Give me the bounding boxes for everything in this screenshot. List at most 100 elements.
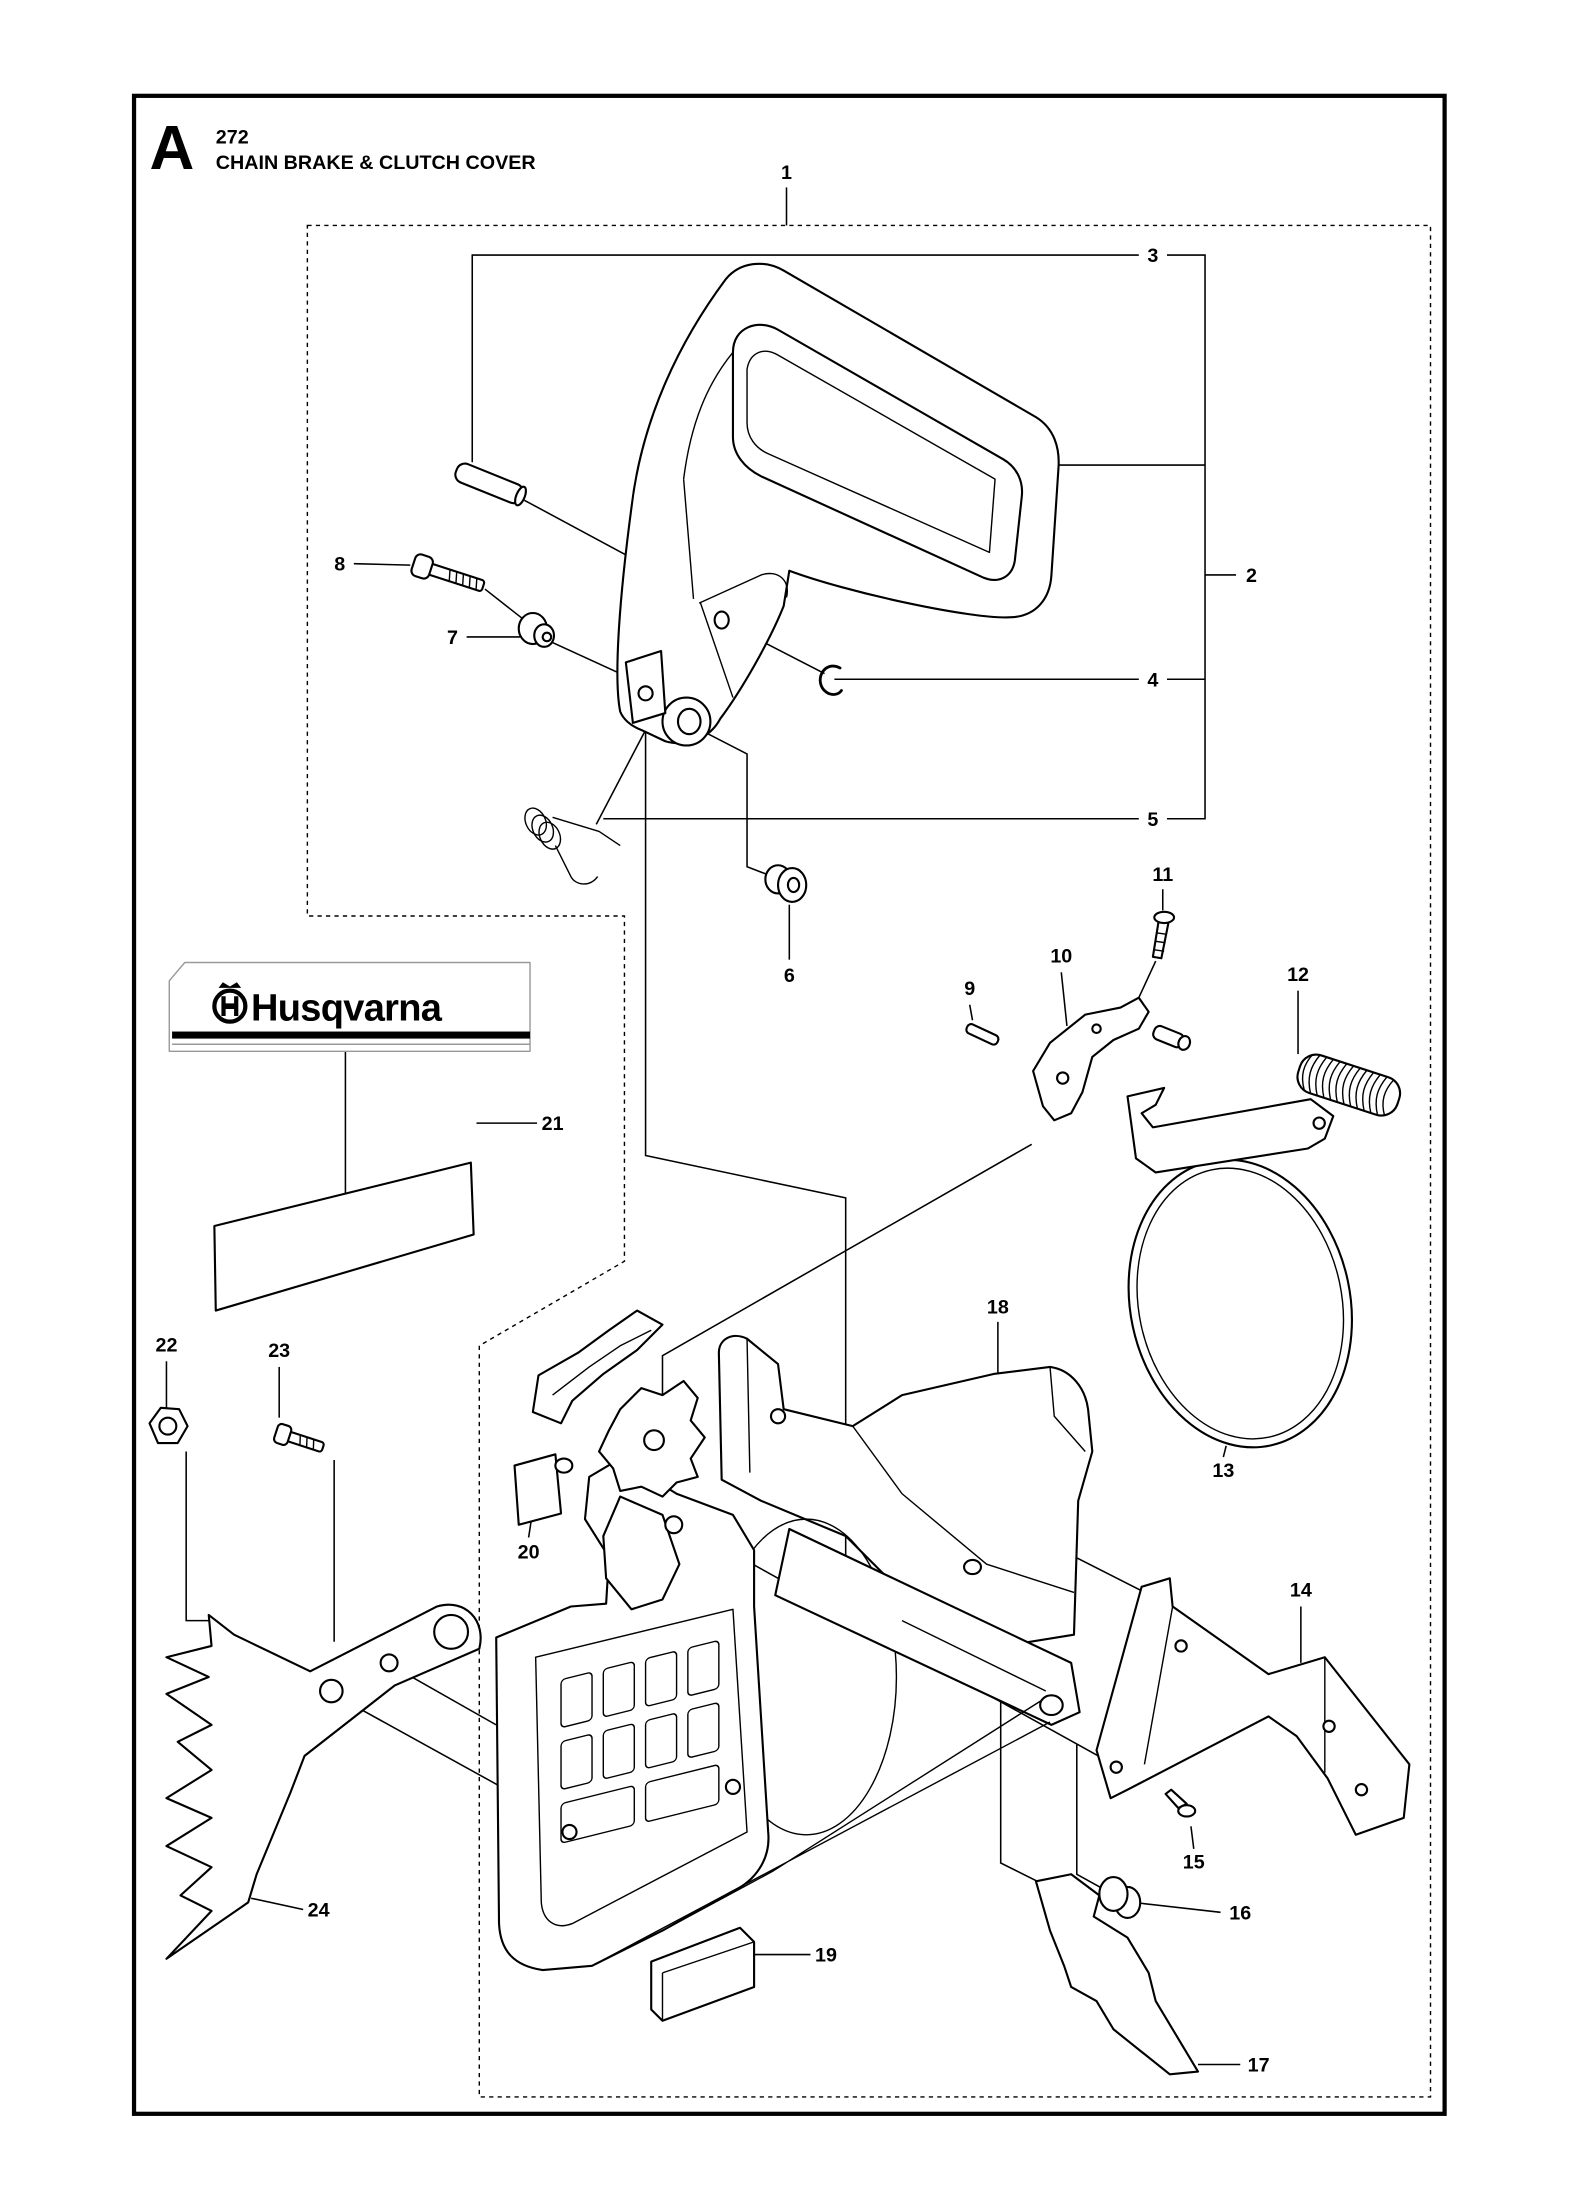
pin-end [514,485,527,507]
callout-12: 12 [1287,964,1309,986]
decal-strip [213,1161,475,1312]
align-nut-22 [185,1451,209,1622]
logo-h [221,996,239,1017]
band-outer [1127,1158,1353,1449]
bolt-23-head [272,1422,293,1446]
pad-edge [661,1941,755,2021]
assembly-boundary [306,224,1432,2098]
adjuster-pin [554,1457,574,1474]
brake-handle-pivot-hole [676,707,702,736]
align-guard-17 [999,1676,1041,1884]
callout-16: 16 [1229,1902,1251,1924]
screw-11-shank [1151,920,1170,960]
screw-15-head [1177,1804,1197,1818]
nut-hole [158,1416,178,1436]
band-end-bracket [1126,1086,1335,1174]
cover-guide-arm [774,1527,1081,1726]
part-3-pin [454,462,527,507]
pin-9-body [965,1023,1000,1046]
page-frame [131,93,1447,2116]
cover-boss-2 [963,1558,983,1576]
lever-body [1032,996,1150,1122]
bushing-7-hole [541,631,553,643]
part-4-clip [818,664,843,696]
cover-front-face [534,1608,748,1927]
plunger-tip [1177,1035,1192,1051]
callout-13: 13 [1212,1460,1234,1482]
part-12-spring [1296,1053,1402,1117]
cover-guide-slot [901,1619,1047,1692]
cover-back-plate [717,1334,1094,1650]
logo-ring [212,988,248,1024]
callout-4: 4 [1147,669,1158,691]
align-bushing-16 [1076,1744,1103,1890]
spike-bar-hole-1 [318,1678,344,1704]
cover-boss-3 [769,1408,787,1425]
catcher-hole-3 [1322,1719,1336,1733]
spike-bar-hole-2 [379,1653,399,1673]
cover-bottom-edge [591,1698,1051,1967]
pad-body [650,1926,756,2022]
catcher-hole-2 [1109,1760,1123,1774]
align-pin-3 [524,499,635,561]
cover-vent-grid [560,1640,720,1844]
screw-11-head [1153,910,1176,925]
part-16-bushing [1098,1876,1142,1919]
callout-18: 18 [987,1296,1009,1318]
part-5-spring [524,807,621,885]
callout-19: 19 [815,1945,837,1967]
logo-bar [172,1031,531,1039]
section-letter: A [150,114,195,183]
lever-hole-1 [1056,1071,1070,1085]
screw-11-threads [1154,932,1168,952]
cover-adjuster-hole [664,1515,684,1535]
part-10-lever [1032,996,1192,1122]
bolt-head [410,553,434,580]
bolt-23-threads [299,1434,315,1450]
part-6-bushing [764,864,808,903]
husqvarna-crown-icon [212,982,248,1024]
vent-hole [687,1702,720,1758]
spike-bar-body [165,1603,482,1960]
leader-16 [1133,1901,1221,1914]
vent-hole [602,1723,636,1779]
callout-5: 5 [1147,809,1158,831]
brake-handle-tab-hole [637,685,654,702]
catcher-hole-1 [1174,1639,1188,1653]
callout-3: 3 [1147,245,1158,267]
catcher-hole-4 [1354,1782,1369,1797]
vent-hole [644,1713,678,1769]
part-19-pad [650,1926,756,2022]
band-inner [1136,1167,1345,1440]
callout-15: 15 [1183,1852,1205,1874]
bracket-2 [1166,254,1206,820]
spring-leg-1 [554,845,599,885]
lever-hole-2 [1091,1023,1102,1035]
callout-8: 8 [334,554,345,576]
part-22-nut [148,1406,189,1445]
callout-14: 14 [1290,1580,1312,1602]
align-lever-cover [661,1143,1033,1410]
part-7-bushing [517,611,556,648]
part-8-bolt [410,553,486,592]
part-21-decal: Husqvarna [168,961,531,1312]
spring-12-coils [1301,1053,1394,1117]
vent-hole [560,1672,593,1728]
callout-2: 2 [1246,565,1257,587]
lever-plunger [1152,1024,1192,1051]
screw-11-leader [1138,960,1157,999]
catcher-flange [1143,1606,1326,1773]
bushing-6-hole [786,876,801,894]
leader-10 [1060,972,1068,1026]
align-bushing-6 [697,727,773,878]
callout-24: 24 [308,1900,330,1922]
vent-hole [687,1640,720,1696]
leader-24 [250,1897,304,1911]
adjuster-wave-plate-2 [552,1329,652,1396]
callout-23: 23 [268,1340,290,1362]
brake-handle-ear-hole [713,610,730,630]
part-24-bumper-spike [165,1603,482,1960]
spring-coil-3 [538,821,562,850]
cover-front-hole-1 [561,1823,578,1841]
